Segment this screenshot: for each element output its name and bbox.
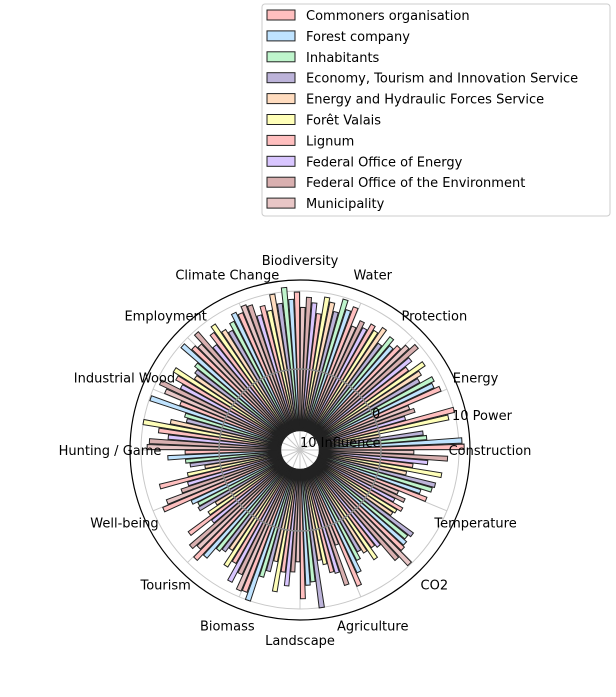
- category-label: Landscape: [265, 634, 335, 649]
- category-label: Protection: [401, 310, 467, 325]
- bar-4-9: [240, 304, 294, 433]
- zero-circle: [218, 368, 382, 532]
- legend-label: Energy and Hydraulic Forces Service: [306, 93, 544, 108]
- category-label: Energy: [453, 371, 499, 386]
- legend-swatch: [266, 134, 296, 146]
- legend-label: Commoners organisation: [306, 9, 470, 24]
- bar-14-9: [316, 456, 400, 496]
- category-label: Agriculture: [337, 620, 409, 635]
- bars: [142, 286, 465, 609]
- bar-15-9: [318, 449, 415, 455]
- legend-label: Federal Office of Energy: [306, 155, 463, 170]
- annotation-power: 10 Power: [452, 409, 513, 424]
- category-label: Employment: [124, 310, 206, 325]
- legend-swatch: [266, 9, 296, 21]
- outer-circle: [129, 279, 471, 621]
- bar-0-9: [317, 404, 411, 444]
- legend-label: Forêt Valais: [306, 114, 381, 129]
- bar-2-9: [306, 325, 357, 434]
- annotation-influence: 10 Influence: [300, 436, 381, 451]
- category-label: Biomass: [200, 620, 255, 635]
- legend-label: Forest company: [306, 30, 410, 45]
- legend-label: Federal Office of the Environment: [306, 176, 525, 191]
- category-label: Water: [353, 268, 392, 283]
- category-label: Climate Change: [175, 268, 279, 283]
- legend-label: Lignum: [306, 134, 354, 149]
- category-labels: Construction Energy Protection Water Biodive…: [59, 254, 532, 649]
- legend-swatch: [266, 93, 296, 105]
- category-label: CO2: [421, 578, 449, 593]
- bar-7-9: [146, 443, 282, 451]
- category-label: Biodiversity: [262, 254, 339, 269]
- category-label: Industrial Wood: [74, 371, 175, 386]
- category-label: Well-being: [90, 517, 158, 532]
- legend-swatch: [266, 155, 296, 167]
- legend-label: Inhabitants: [306, 51, 380, 66]
- legend-label: Economy, Tourism and Innovation Service: [306, 72, 578, 87]
- bar-13-9: [312, 463, 413, 567]
- category-label: Temperature: [433, 517, 516, 532]
- legend-swatch: [266, 30, 296, 42]
- legend-box: [261, 3, 611, 217]
- bar-1-9: [313, 344, 410, 438]
- category-label: Tourism: [139, 578, 190, 593]
- bar-5-9: [197, 343, 288, 437]
- legend-label: Municipality: [306, 197, 385, 212]
- category-label: Hunting / Game: [59, 444, 162, 459]
- bar-6-9: [163, 388, 284, 444]
- legend-swatch: [266, 114, 296, 125]
- category-label: Construction: [449, 444, 532, 459]
- legend-swatch: [266, 51, 296, 63]
- legend-swatch: [266, 176, 296, 188]
- legend-swatch: [266, 197, 296, 209]
- annotation-zero: 0: [372, 407, 380, 422]
- bar-10-9: [235, 466, 294, 592]
- bar-12-9: [306, 467, 340, 546]
- legend-swatch: [266, 72, 296, 84]
